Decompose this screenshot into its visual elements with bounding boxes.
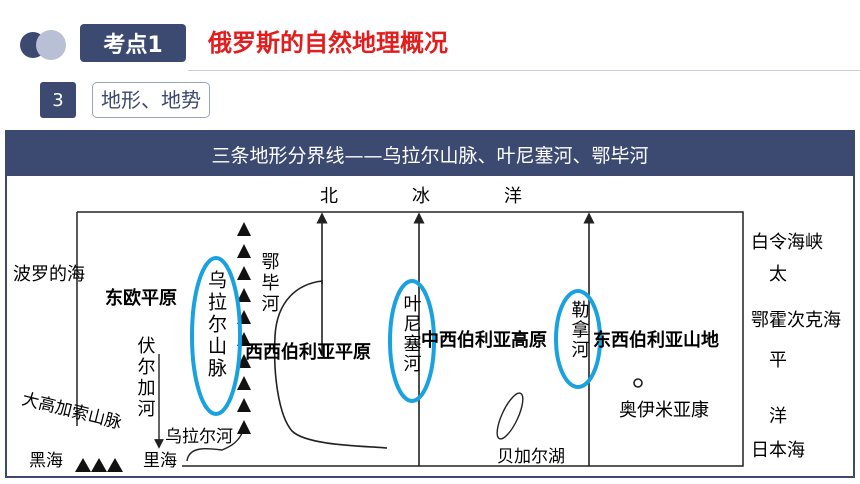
mountain-triangle [107,458,123,472]
ocean-label-1: 北 [320,186,338,207]
ural-mountains-label: 乌拉尔山脉 [205,270,227,380]
page-title: 俄罗斯的自然地理概况 [208,29,448,57]
mountain-triangle [75,458,91,472]
mountain-triangle [237,266,251,280]
oymyakon-label: 奥伊米亚康 [619,400,709,421]
mountain-triangle [237,376,251,390]
baikal-lake-label: 贝加尔湖 [497,447,565,467]
ural-river-line [186,430,244,462]
ob-river-line [273,280,388,449]
volga-river-label: 伏尔加河 [135,336,156,420]
light-dot [36,30,66,60]
oymyakon-point [633,378,643,388]
mountain-triangle [237,222,251,236]
ural-river-label: 乌拉尔河 [165,427,233,447]
mountain-triangle [237,420,251,434]
okhotsk-sea-label: 鄂霍次克海 [751,310,841,331]
central-siberian-plateau-label: 中西伯利亚高原 [421,329,547,351]
ural-highlight [190,256,242,416]
section-number: 3 [40,82,76,118]
topic-label: 考点1 [80,24,186,62]
caucasus-mountains-symbols [75,458,123,472]
russia-terrain-map: 北 冰 洋 波罗的海 大高加索山脉 黑海 里海 东欧平原 西西伯利亚平原 中西伯… [13,186,841,472]
bering-strait-label: 白令海峡 [751,232,823,253]
ob-river-label: 鄂毕河 [259,252,280,315]
east-european-plain-label: 东欧平原 [105,287,177,309]
caspian-sea-label: 里海 [143,451,177,471]
ural-mountains-symbols [237,222,251,434]
map-frame [77,211,744,467]
lena-river-label: 勒拿河 [569,300,590,360]
mountain-triangle [237,244,251,258]
yenisei-river-label: 叶尼塞河 [401,294,422,374]
lena-highlight [554,289,602,389]
pacific-label-char-3: 洋 [769,406,787,427]
japan-sea-label: 日本海 [751,440,805,461]
black-sea-label: 黑海 [29,451,63,471]
mountain-triangle [237,354,251,368]
pacific-label-char-2: 平 [769,350,787,371]
mountain-triangle [91,458,107,472]
section-title: 地形、地势 [92,82,210,118]
caucasus-label: 大高加索山脉 [20,389,124,433]
yenisei-highlight [388,279,436,403]
ocean-label-2: 冰 [412,186,430,207]
panel-title: 三条地形分界线——乌拉尔山脉、叶尼塞河、鄂毕河 [7,132,853,176]
baikal-lake-shape [496,392,524,440]
diagram-panel: 三条地形分界线——乌拉尔山脉、叶尼塞河、鄂毕河 [5,130,855,478]
mountain-triangle [237,398,251,412]
baltic-sea-label: 波罗的海 [13,264,85,285]
mountain-triangle [237,288,251,302]
ocean-label-3: 洋 [504,186,522,207]
west-siberian-plain-label: 西西伯利亚平原 [245,341,371,363]
header-divider [188,70,860,71]
east-siberian-mountains-label: 东西伯利亚山地 [593,329,719,351]
section-dots-decoration [20,28,68,60]
pacific-label-char-1: 太 [769,264,787,285]
